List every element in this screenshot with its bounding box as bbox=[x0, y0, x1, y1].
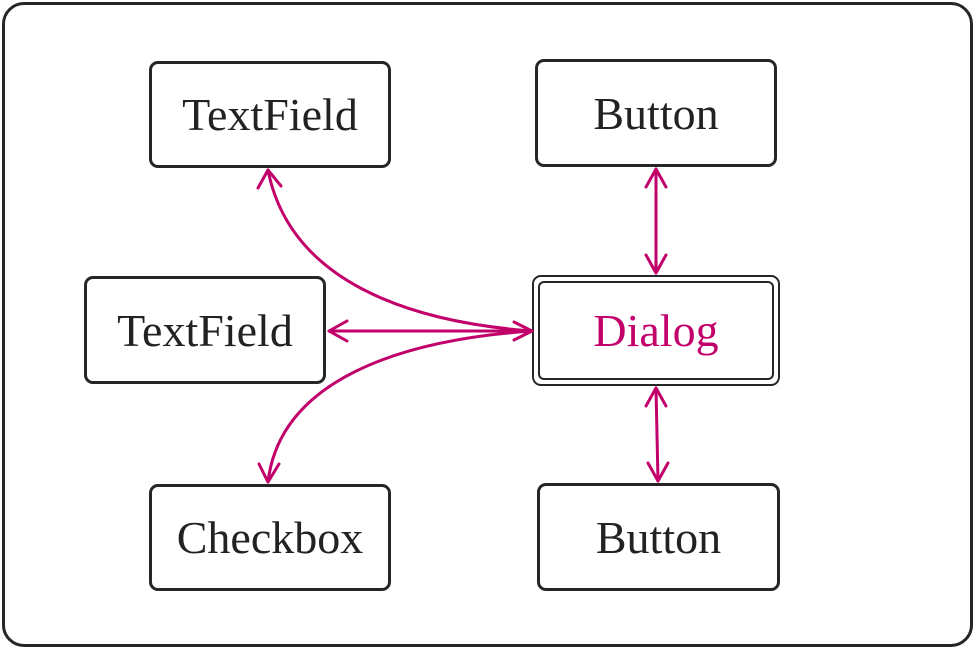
button-bottom-node: Button bbox=[537, 483, 780, 591]
button-bottom-label: Button bbox=[595, 511, 722, 563]
dialog-inner-border bbox=[538, 281, 774, 380]
dialog-node: Dialog bbox=[532, 275, 780, 386]
checkbox-label: Checkbox bbox=[176, 512, 364, 563]
checkbox-node: Checkbox bbox=[149, 484, 391, 591]
textfield-top-label: TextField bbox=[182, 89, 358, 140]
button-top-label: Button bbox=[593, 87, 719, 139]
textfield-top-node: TextField bbox=[149, 61, 391, 168]
dialog-label: Dialog bbox=[593, 305, 719, 356]
textfield-mid-node: TextField bbox=[84, 276, 326, 384]
button-top-node: Button bbox=[535, 59, 777, 167]
textfield-mid-label: TextField bbox=[117, 304, 293, 356]
